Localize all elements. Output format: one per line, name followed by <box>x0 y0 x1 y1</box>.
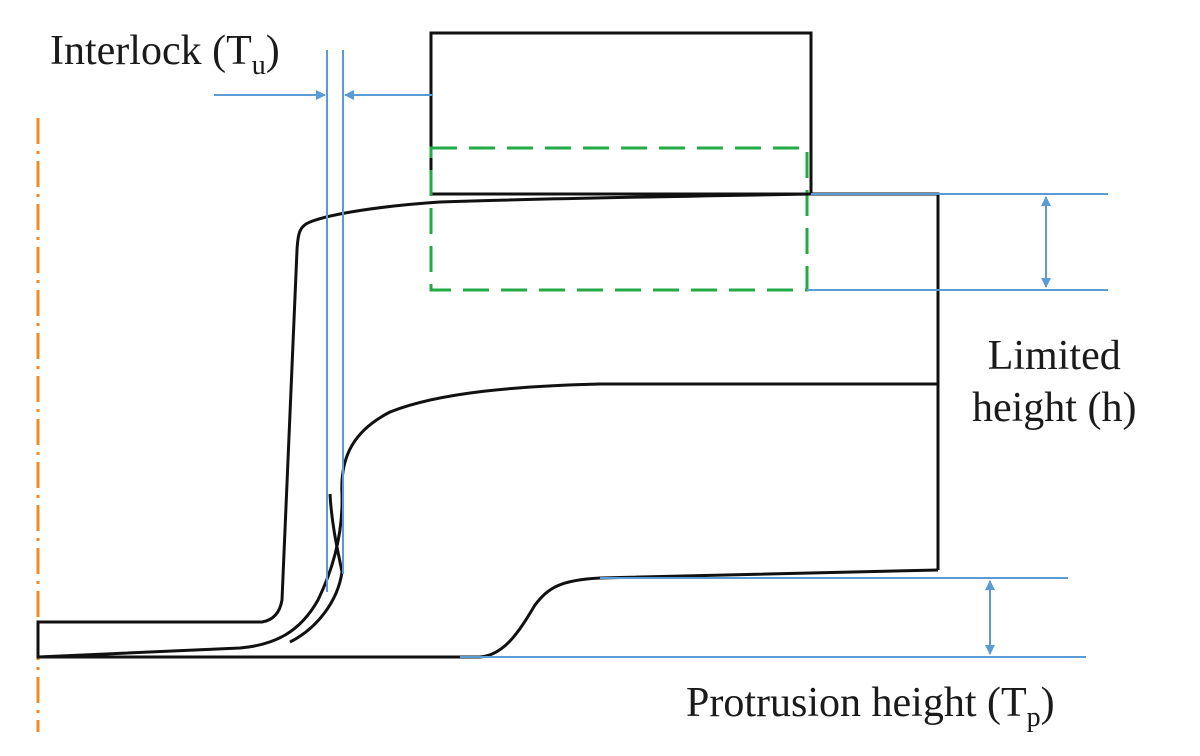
protrusion-subscript: p <box>1026 702 1041 733</box>
punch-outline <box>429 31 813 196</box>
upper-sheet-outline <box>36 192 940 659</box>
interlock-subscript: u <box>251 50 266 81</box>
limited-height-line2: height (h) <box>972 385 1137 431</box>
limited-height-label: Limited height (h) <box>972 330 1136 434</box>
protrusion-height-label: Protrusion height (Tp) <box>686 680 1055 733</box>
lower-sheet-outline <box>38 568 939 659</box>
lower-sheet-inner-curve <box>289 493 344 644</box>
interlock-label: Interlock (Tu) <box>50 28 280 81</box>
punch-displaced-outline <box>429 146 809 292</box>
limited-height-line1: Limited <box>987 333 1121 379</box>
